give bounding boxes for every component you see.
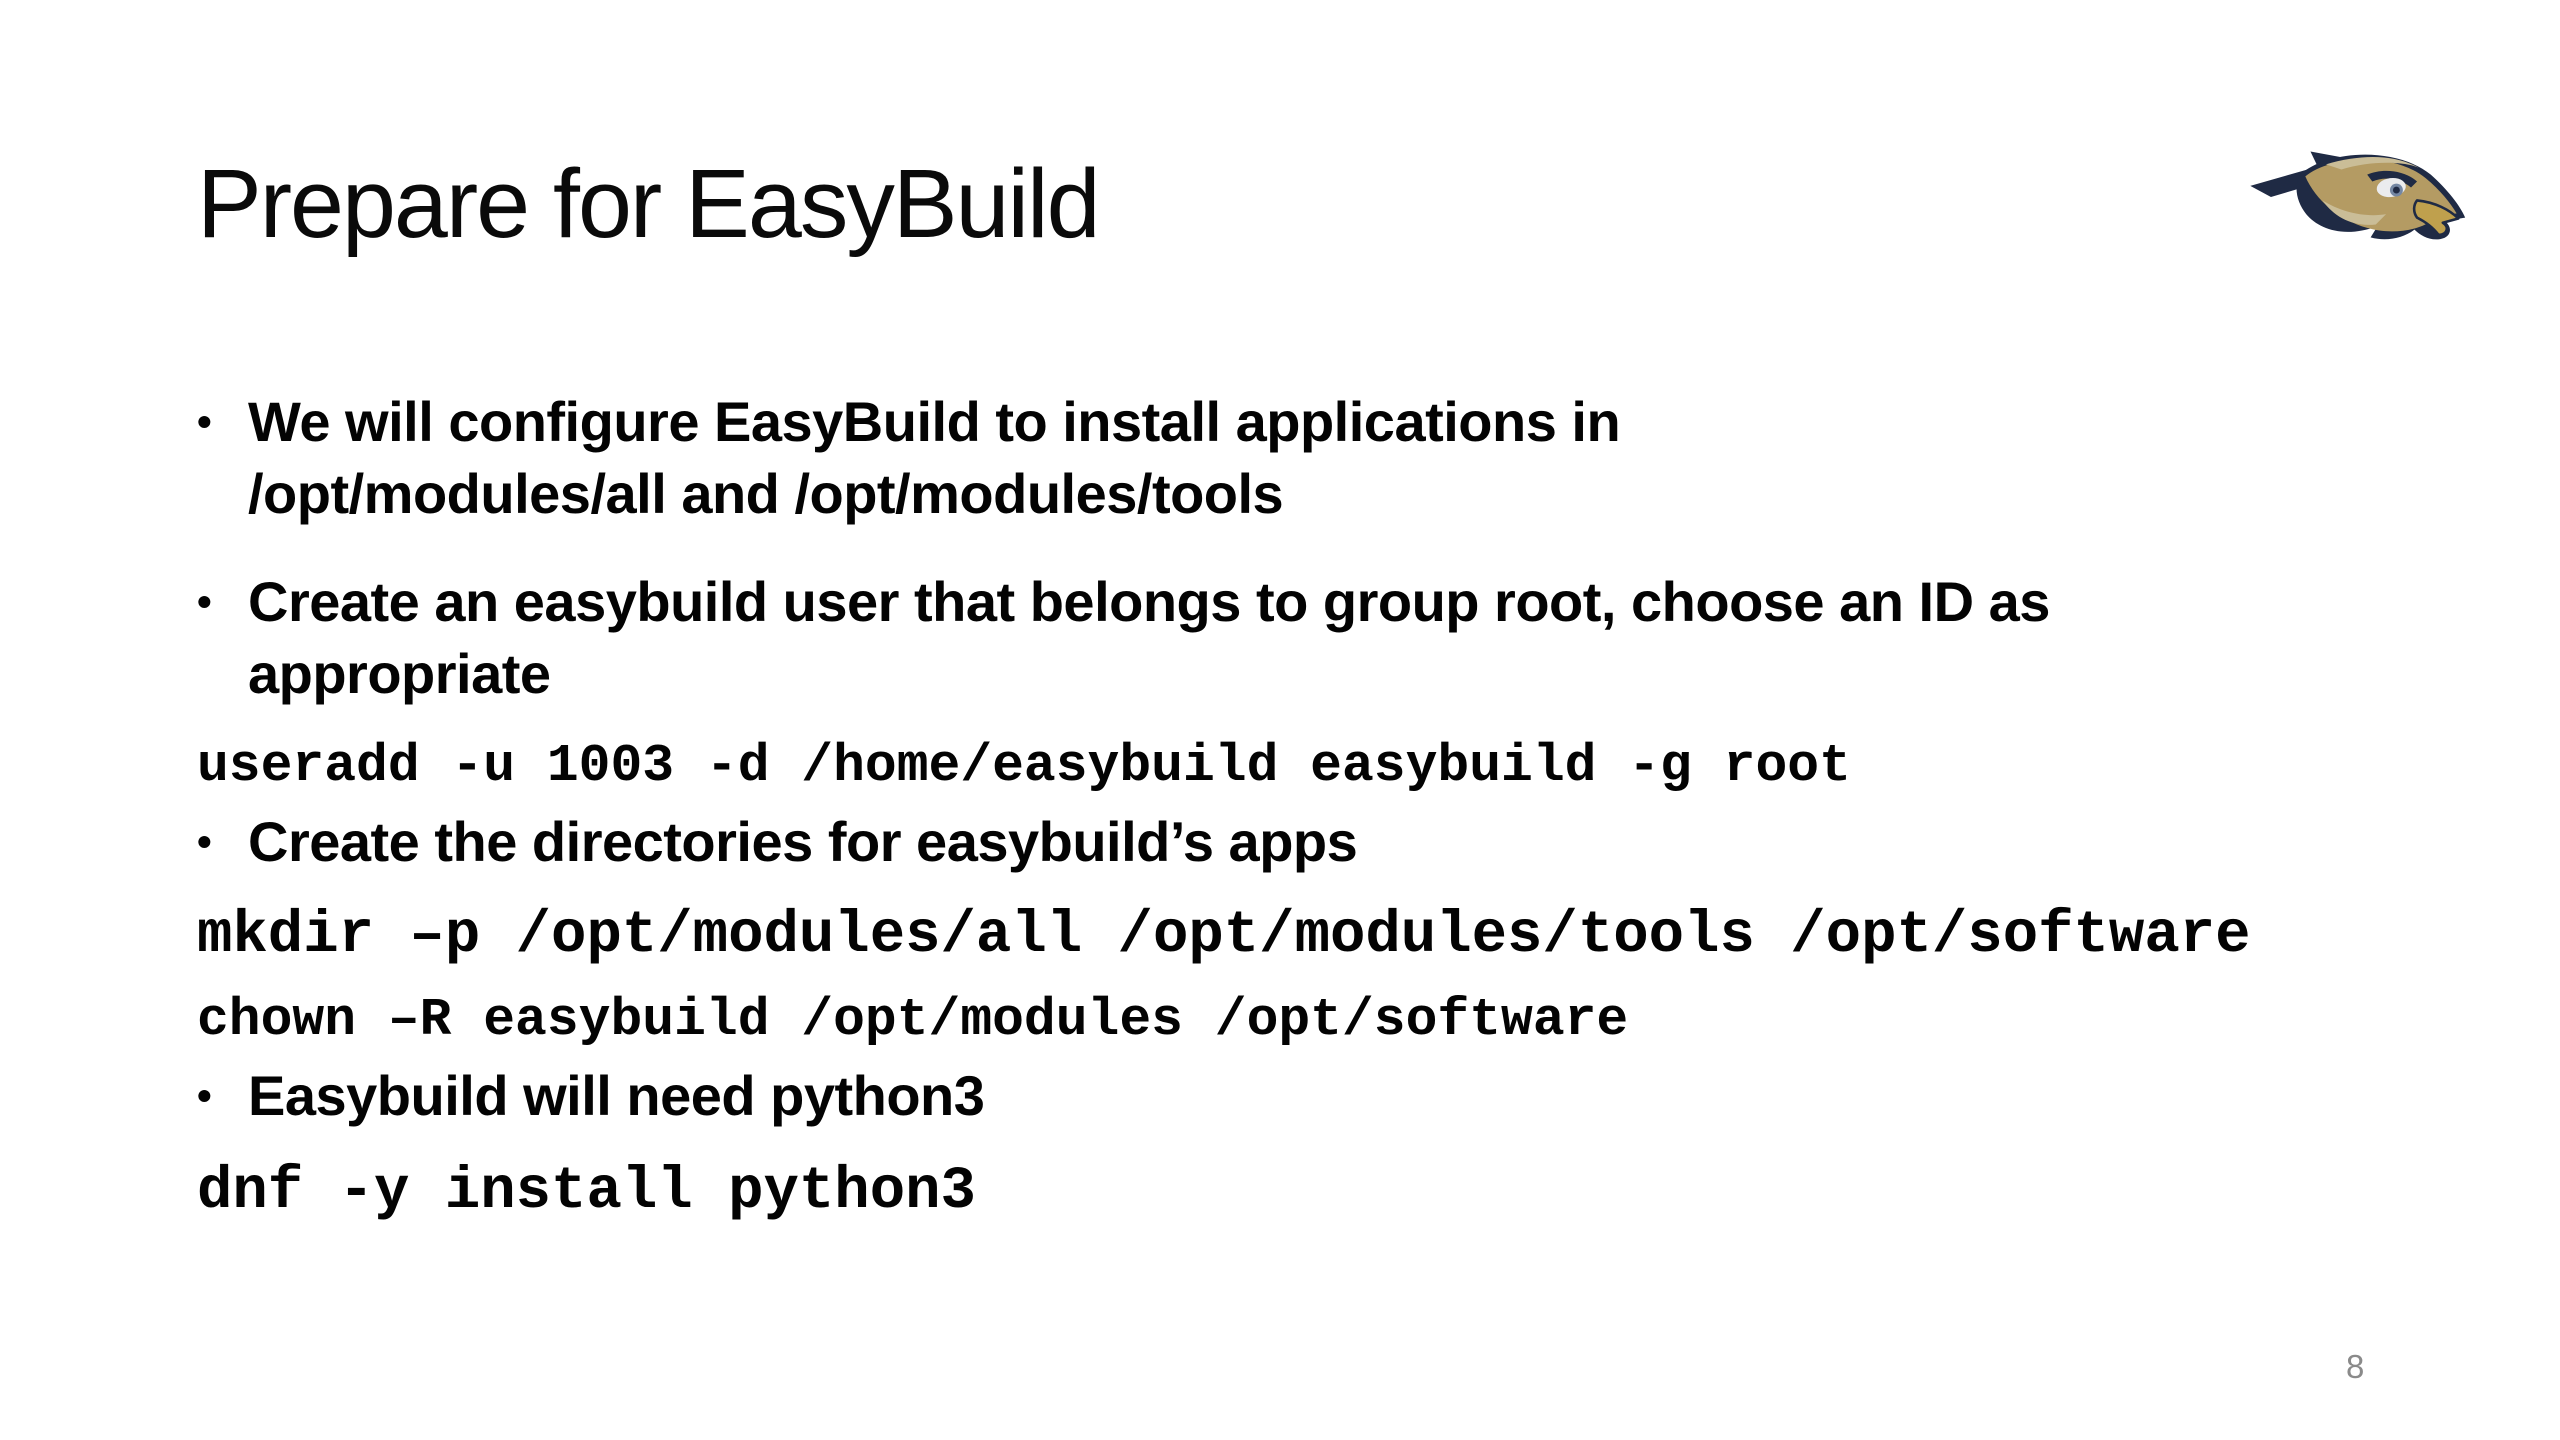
- bullet-create-user: • Create an easybuild user that belongs …: [197, 566, 2050, 710]
- code-chown: chown –R easybuild /opt/modules /opt/sof…: [197, 990, 1629, 1050]
- bullet-marker: •: [197, 818, 212, 865]
- bullet-configure-easybuild: • We will configure EasyBuild to install…: [197, 386, 1621, 530]
- bullet-marker: •: [197, 398, 212, 445]
- bullet-marker: •: [197, 1072, 212, 1119]
- eagle-brow: [2367, 170, 2418, 188]
- eagle-cheek-highlight: [2322, 200, 2387, 225]
- bullet-text: We will configure EasyBuild to install a…: [248, 390, 1621, 525]
- bullet-need-python3: • Easybuild will need python3: [197, 1060, 985, 1132]
- bullet-create-directories: • Create the directories for easybuild’s…: [197, 806, 1358, 878]
- bullet-text: Easybuild will need python3: [248, 1064, 985, 1127]
- code-dnf-install: dnf -y install python3: [197, 1158, 976, 1225]
- eagle-crown-highlight: [2325, 156, 2419, 170]
- bullet-text: Create an easybuild user that belongs to…: [248, 570, 2050, 705]
- page-number: 8: [2346, 1348, 2365, 1385]
- page-title: Prepare for EasyBuild: [197, 149, 1101, 258]
- eagle-beak: [2412, 199, 2460, 237]
- eagle-mascot-logo: [2240, 136, 2515, 270]
- eagle-eye-pupil: [2392, 186, 2400, 194]
- eagle-icon: [2250, 151, 2466, 240]
- bullet-text: Create the directories for easybuild’s a…: [248, 810, 1358, 873]
- code-useradd: useradd -u 1003 -d /home/easybuild easyb…: [197, 736, 1851, 796]
- bullet-marker: •: [197, 578, 212, 625]
- code-mkdir: mkdir –p /opt/modules/all /opt/modules/t…: [197, 902, 2251, 969]
